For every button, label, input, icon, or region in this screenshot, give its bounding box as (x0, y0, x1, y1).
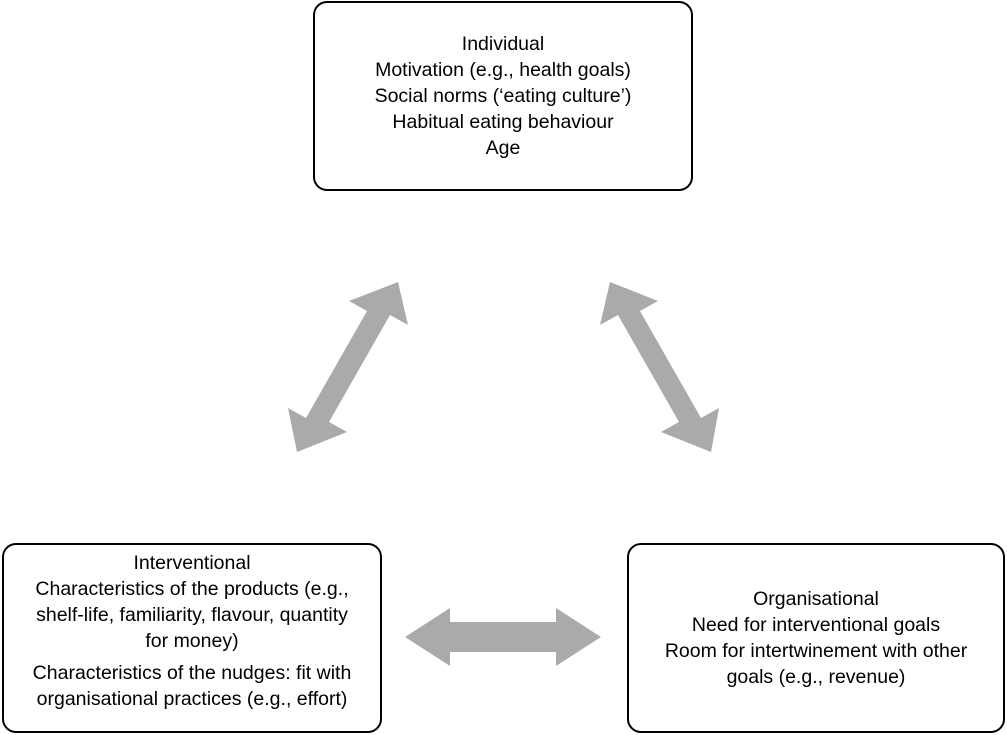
interventional-paragraph-1: Interventional Characteristics of the pr… (35, 550, 348, 654)
organisational-line: Room for intertwinement with other (664, 640, 968, 662)
arrow-interventional-organisational (405, 608, 601, 666)
organisational-line: goals (e.g., revenue) (726, 666, 906, 688)
arrow-individual-interventional (288, 282, 408, 452)
interventional-line: organisational practices (e.g., effort) (36, 688, 348, 710)
arrow-individual-organisational (600, 282, 719, 452)
interventional-line: Characteristics of the nudges: fit with (32, 662, 352, 684)
interventional-line: Characteristics of the products (e.g., (35, 578, 349, 600)
individual-box: Individual Motivation (e.g., health goal… (313, 1, 693, 191)
individual-line: Motivation (e.g., health goals) (375, 59, 631, 81)
interventional-paragraph-2: Characteristics of the nudges: fit with … (33, 660, 352, 712)
individual-line: Age (485, 137, 521, 159)
individual-line: Habitual eating behaviour (392, 111, 614, 133)
interventional-line: for money) (145, 630, 239, 652)
individual-title: Individual (461, 33, 545, 55)
interventional-title: Interventional (133, 552, 251, 574)
interventional-line: shelf-life, familiarity, flavour, quanti… (36, 604, 348, 626)
interventional-box: Interventional Characteristics of the pr… (2, 543, 382, 733)
organisational-line: Need for interventional goals (691, 614, 941, 636)
individual-line: Social norms (‘eating culture’) (374, 85, 632, 107)
organisational-box: Organisational Need for interventional g… (627, 543, 1005, 733)
organisational-title: Organisational (753, 588, 879, 610)
